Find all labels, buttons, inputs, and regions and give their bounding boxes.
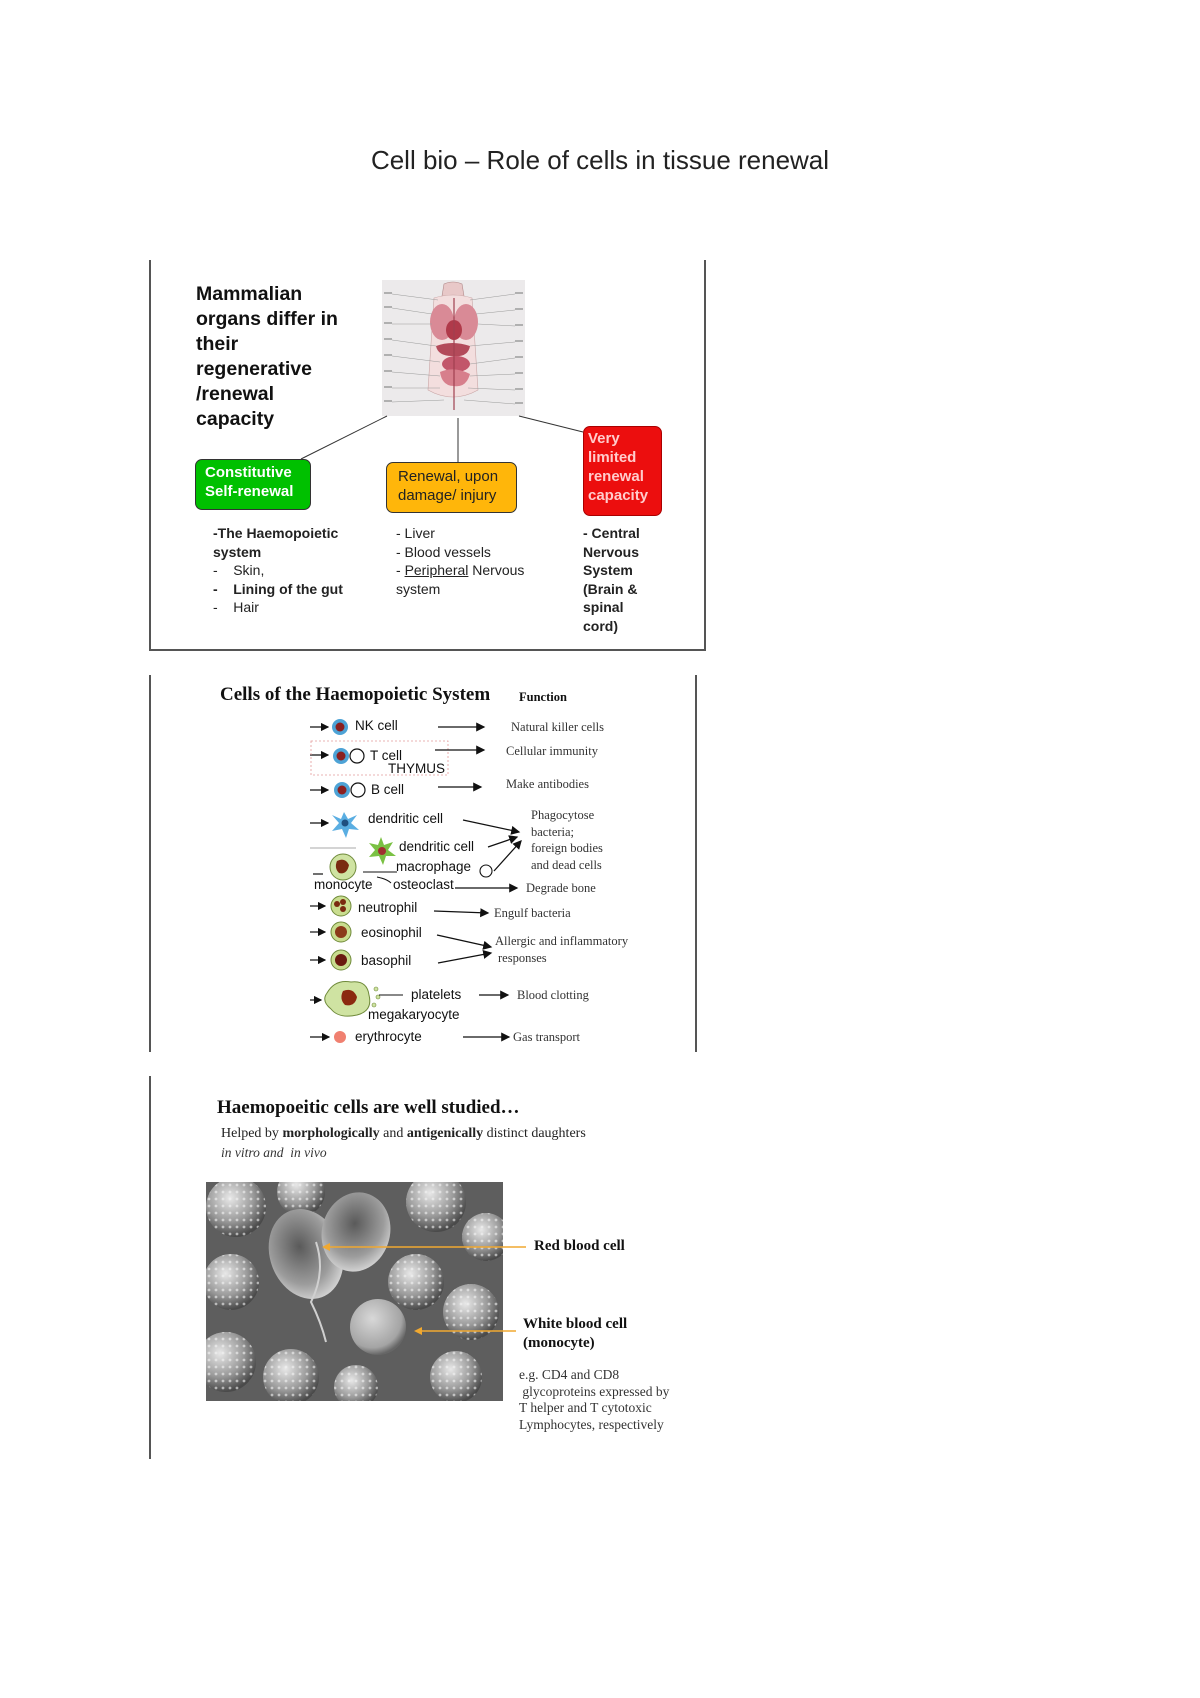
platelets-label: platelets: [411, 987, 461, 1002]
slide-regenerative-capacity: Mammalian organs differ in their regener…: [149, 260, 706, 651]
note-line: glycoproteins expressed by: [519, 1384, 669, 1401]
function-line: Phagocytose: [531, 807, 603, 824]
box-line: capacity: [588, 486, 657, 505]
basophil-label: basophil: [361, 953, 411, 968]
constitutive-self-renewal-box: Constitutive Self-renewal: [195, 459, 311, 510]
note-line: Lymphocytes, respectively: [519, 1417, 669, 1434]
subtitle-text: and: [380, 1126, 407, 1141]
note-line: e.g. CD4 and CD8: [519, 1367, 669, 1384]
function-line: responses: [495, 950, 628, 967]
box-line: damage/ injury: [398, 486, 505, 505]
list-underlined-word: Peripheral: [405, 562, 469, 578]
eosinophil-label: eosinophil: [361, 925, 422, 940]
list-item: System: [583, 561, 640, 580]
function-allergic: Allergic and inflammatory responses: [495, 933, 628, 966]
slide3-subtitle-2: in vitro and in vivo: [221, 1145, 327, 1161]
function-make-antibodies: Make antibodies: [506, 776, 589, 793]
label-line: (monocyte): [523, 1334, 627, 1353]
slide3-subtitle: Helped by morphologically and antigenica…: [221, 1126, 586, 1142]
neutrophil-icon: [331, 896, 351, 916]
list-item: - Skin,: [213, 561, 343, 580]
dendritic-cell-label: dendritic cell: [368, 811, 443, 826]
function-line: Allergic and inflammatory: [495, 933, 628, 950]
list-item: cord): [583, 617, 640, 636]
function-line: foreign bodies: [531, 840, 603, 857]
renewal-upon-injury-box: Renewal, upon damage/ injury: [386, 462, 517, 513]
label-line: White blood cell: [523, 1315, 627, 1334]
function-gas-transport: Gas transport: [513, 1029, 580, 1046]
subtitle-text: distinct daughters: [483, 1126, 586, 1141]
t-cell-icon: [333, 748, 364, 764]
osteoclast-label: osteoclast: [393, 877, 454, 892]
page-title: Cell bio – Role of cells in tissue renew…: [0, 145, 1200, 176]
subtitle-bold: antigenically: [407, 1126, 483, 1141]
macrophage-label: macrophage: [396, 859, 471, 874]
list-item: spinal: [583, 598, 640, 617]
pointer-lines: [320, 1240, 530, 1340]
box-line: renewal: [588, 467, 657, 486]
cd4-cd8-note: e.g. CD4 and CD8 glycoproteins expressed…: [519, 1367, 669, 1433]
dendritic-cell-icon: [332, 812, 359, 838]
thymus-label: THYMUS: [388, 761, 445, 776]
list-item: system: [213, 543, 343, 562]
nk-cell-label: NK cell: [355, 718, 398, 733]
list-item: - Blood vessels: [396, 543, 524, 562]
slide-haemopoietic-studied: [149, 1076, 153, 1459]
list-item: -The Haemopoietic: [213, 524, 343, 543]
box-line: Renewal, upon: [398, 467, 505, 486]
eosinophil-icon: [331, 922, 351, 942]
function-engulf-bacteria: Engulf bacteria: [494, 905, 571, 922]
box-line: limited: [588, 448, 657, 467]
b-cell-label: B cell: [371, 782, 404, 797]
injury-renewal-examples-list: - Liver - Blood vessels - Peripheral Ner…: [396, 524, 524, 598]
list-item: - Central: [583, 524, 640, 543]
box-line: Self-renewal: [205, 482, 301, 501]
red-blood-cell-label: Red blood cell: [534, 1238, 625, 1255]
list-item: - Hair: [213, 598, 343, 617]
box-line: Very: [588, 429, 657, 448]
white-blood-cell-label: White blood cell (monocyte): [523, 1315, 627, 1353]
subtitle-bold: morphologically: [282, 1126, 379, 1141]
box-line: Constitutive: [205, 463, 301, 482]
subtitle-text: Helped by: [221, 1126, 282, 1141]
erythrocyte-label: erythrocyte: [355, 1029, 422, 1044]
nk-cell-icon: [332, 719, 348, 735]
function-line: and dead cells: [531, 857, 603, 874]
list-dash: -: [396, 562, 405, 578]
function-blood-clotting: Blood clotting: [517, 987, 589, 1004]
function-phagocytose: Phagocytose bacteria; foreign bodies and…: [531, 807, 603, 873]
list-item: - Liver: [396, 524, 524, 543]
list-item: - Lining of the gut: [213, 580, 343, 599]
basophil-icon: [331, 950, 351, 970]
megakaryocyte-label: megakaryocyte: [368, 1007, 460, 1022]
list-text: Nervous: [468, 562, 524, 578]
slide-haemopoietic-cells: Cells of the Haemopoietic System Functio…: [149, 675, 697, 1052]
constitutive-examples-list: -The Haemopoietic system - Skin, - Linin…: [213, 524, 343, 617]
list-item: (Brain &: [583, 580, 640, 599]
dendritic-cell-2-label: dendritic cell: [399, 839, 474, 854]
dendritic-cell-green-icon: [369, 837, 396, 865]
list-item: system: [396, 580, 524, 599]
list-item: - Peripheral Nervous: [396, 561, 524, 580]
function-cellular-immunity: Cellular immunity: [506, 743, 598, 760]
limited-renewal-box: Very limited renewal capacity: [583, 426, 662, 516]
list-item: Nervous: [583, 543, 640, 562]
slide3-title: Haemopoeitic cells are well studied…: [217, 1097, 520, 1119]
monocyte-label: monocyte: [314, 877, 373, 892]
note-line: T helper and T cytotoxic: [519, 1400, 669, 1417]
limited-renewal-examples-list: - Central Nervous System (Brain & spinal…: [583, 524, 640, 635]
function-natural-killer: Natural killer cells: [511, 719, 604, 736]
erythrocyte-icon: [334, 1031, 346, 1043]
function-degrade-bone: Degrade bone: [526, 880, 596, 897]
neutrophil-label: neutrophil: [358, 900, 417, 915]
b-cell-icon: [334, 782, 365, 798]
function-line: bacteria;: [531, 824, 603, 841]
